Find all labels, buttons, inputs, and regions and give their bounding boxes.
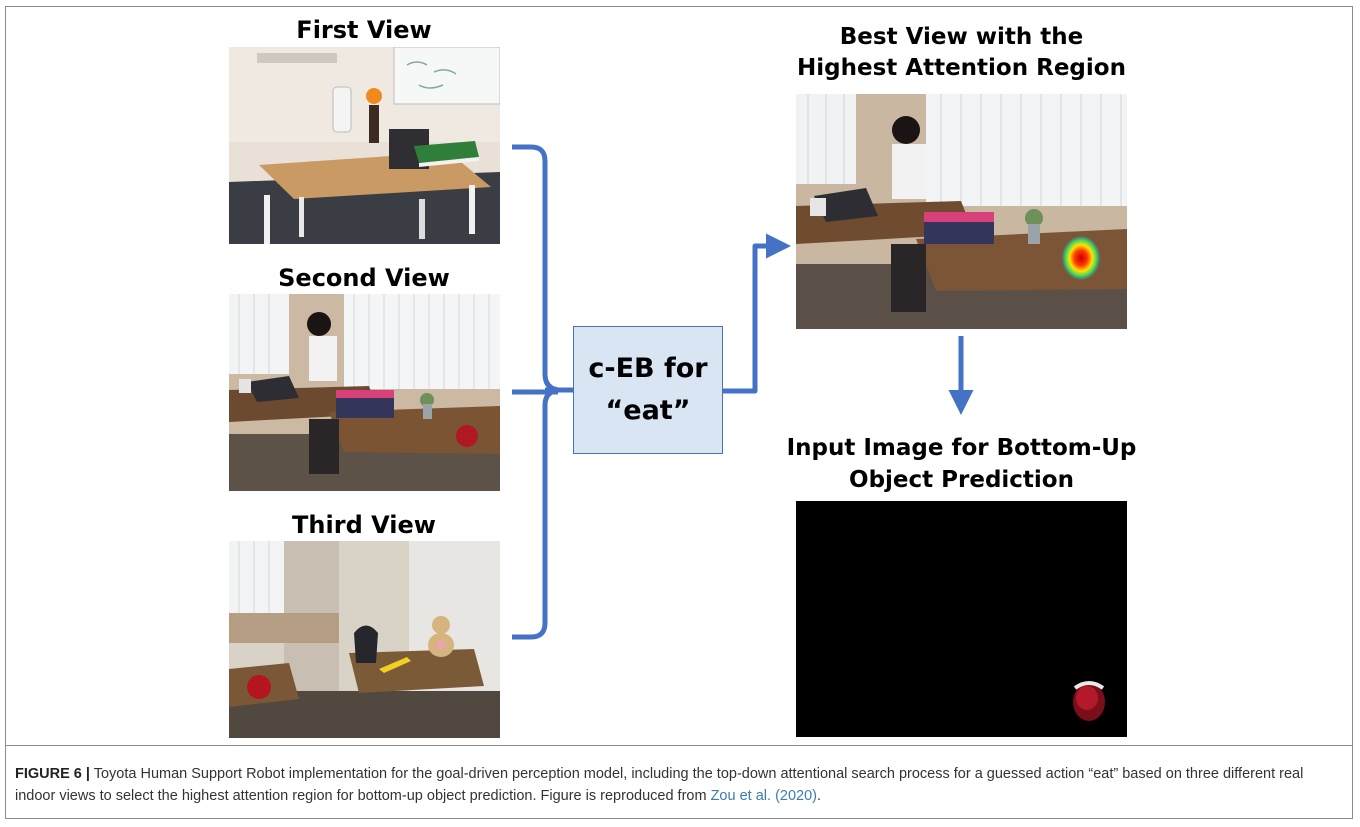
- process-box-line2: “eat”: [605, 395, 691, 426]
- figure-frame: [5, 6, 1353, 819]
- caption-figure-number: FIGURE 6 |: [15, 766, 90, 782]
- first-view-image: [229, 47, 500, 244]
- input-image-title-line2: Object Prediction: [849, 467, 1074, 493]
- second-view-title: Second View: [278, 264, 450, 292]
- caption-end: .: [816, 788, 822, 804]
- input-image-title: Input Image for Bottom-Up Object Predict…: [760, 432, 1163, 496]
- first-view-title: First View: [296, 16, 432, 44]
- second-view-image: [229, 294, 500, 491]
- best-view-title-line1: Best View with the: [839, 24, 1084, 50]
- input-image-title-line1: Input Image for Bottom-Up: [786, 435, 1137, 461]
- caption-reference-link[interactable]: Zou et al.: [710, 788, 772, 804]
- caption-divider: [5, 745, 1353, 746]
- best-view-title-line2: Highest Attention Region: [797, 55, 1126, 81]
- third-view-image: [229, 541, 500, 738]
- caption-text: Toyota Human Support Robot implementatio…: [15, 766, 1304, 804]
- masked-input-image: [796, 501, 1127, 737]
- best-view-title: Best View with the Highest Attention Reg…: [796, 22, 1127, 84]
- third-view-title: Third View: [292, 511, 436, 539]
- figure-caption: FIGURE 6 | Toyota Human Support Robot im…: [15, 763, 1345, 807]
- caption-reference-year[interactable]: (2020): [775, 788, 817, 804]
- process-box-line1: c-EB for: [588, 353, 708, 384]
- process-box-ceb-eat: c-EB for “eat”: [573, 326, 723, 454]
- best-view-image: [796, 94, 1127, 329]
